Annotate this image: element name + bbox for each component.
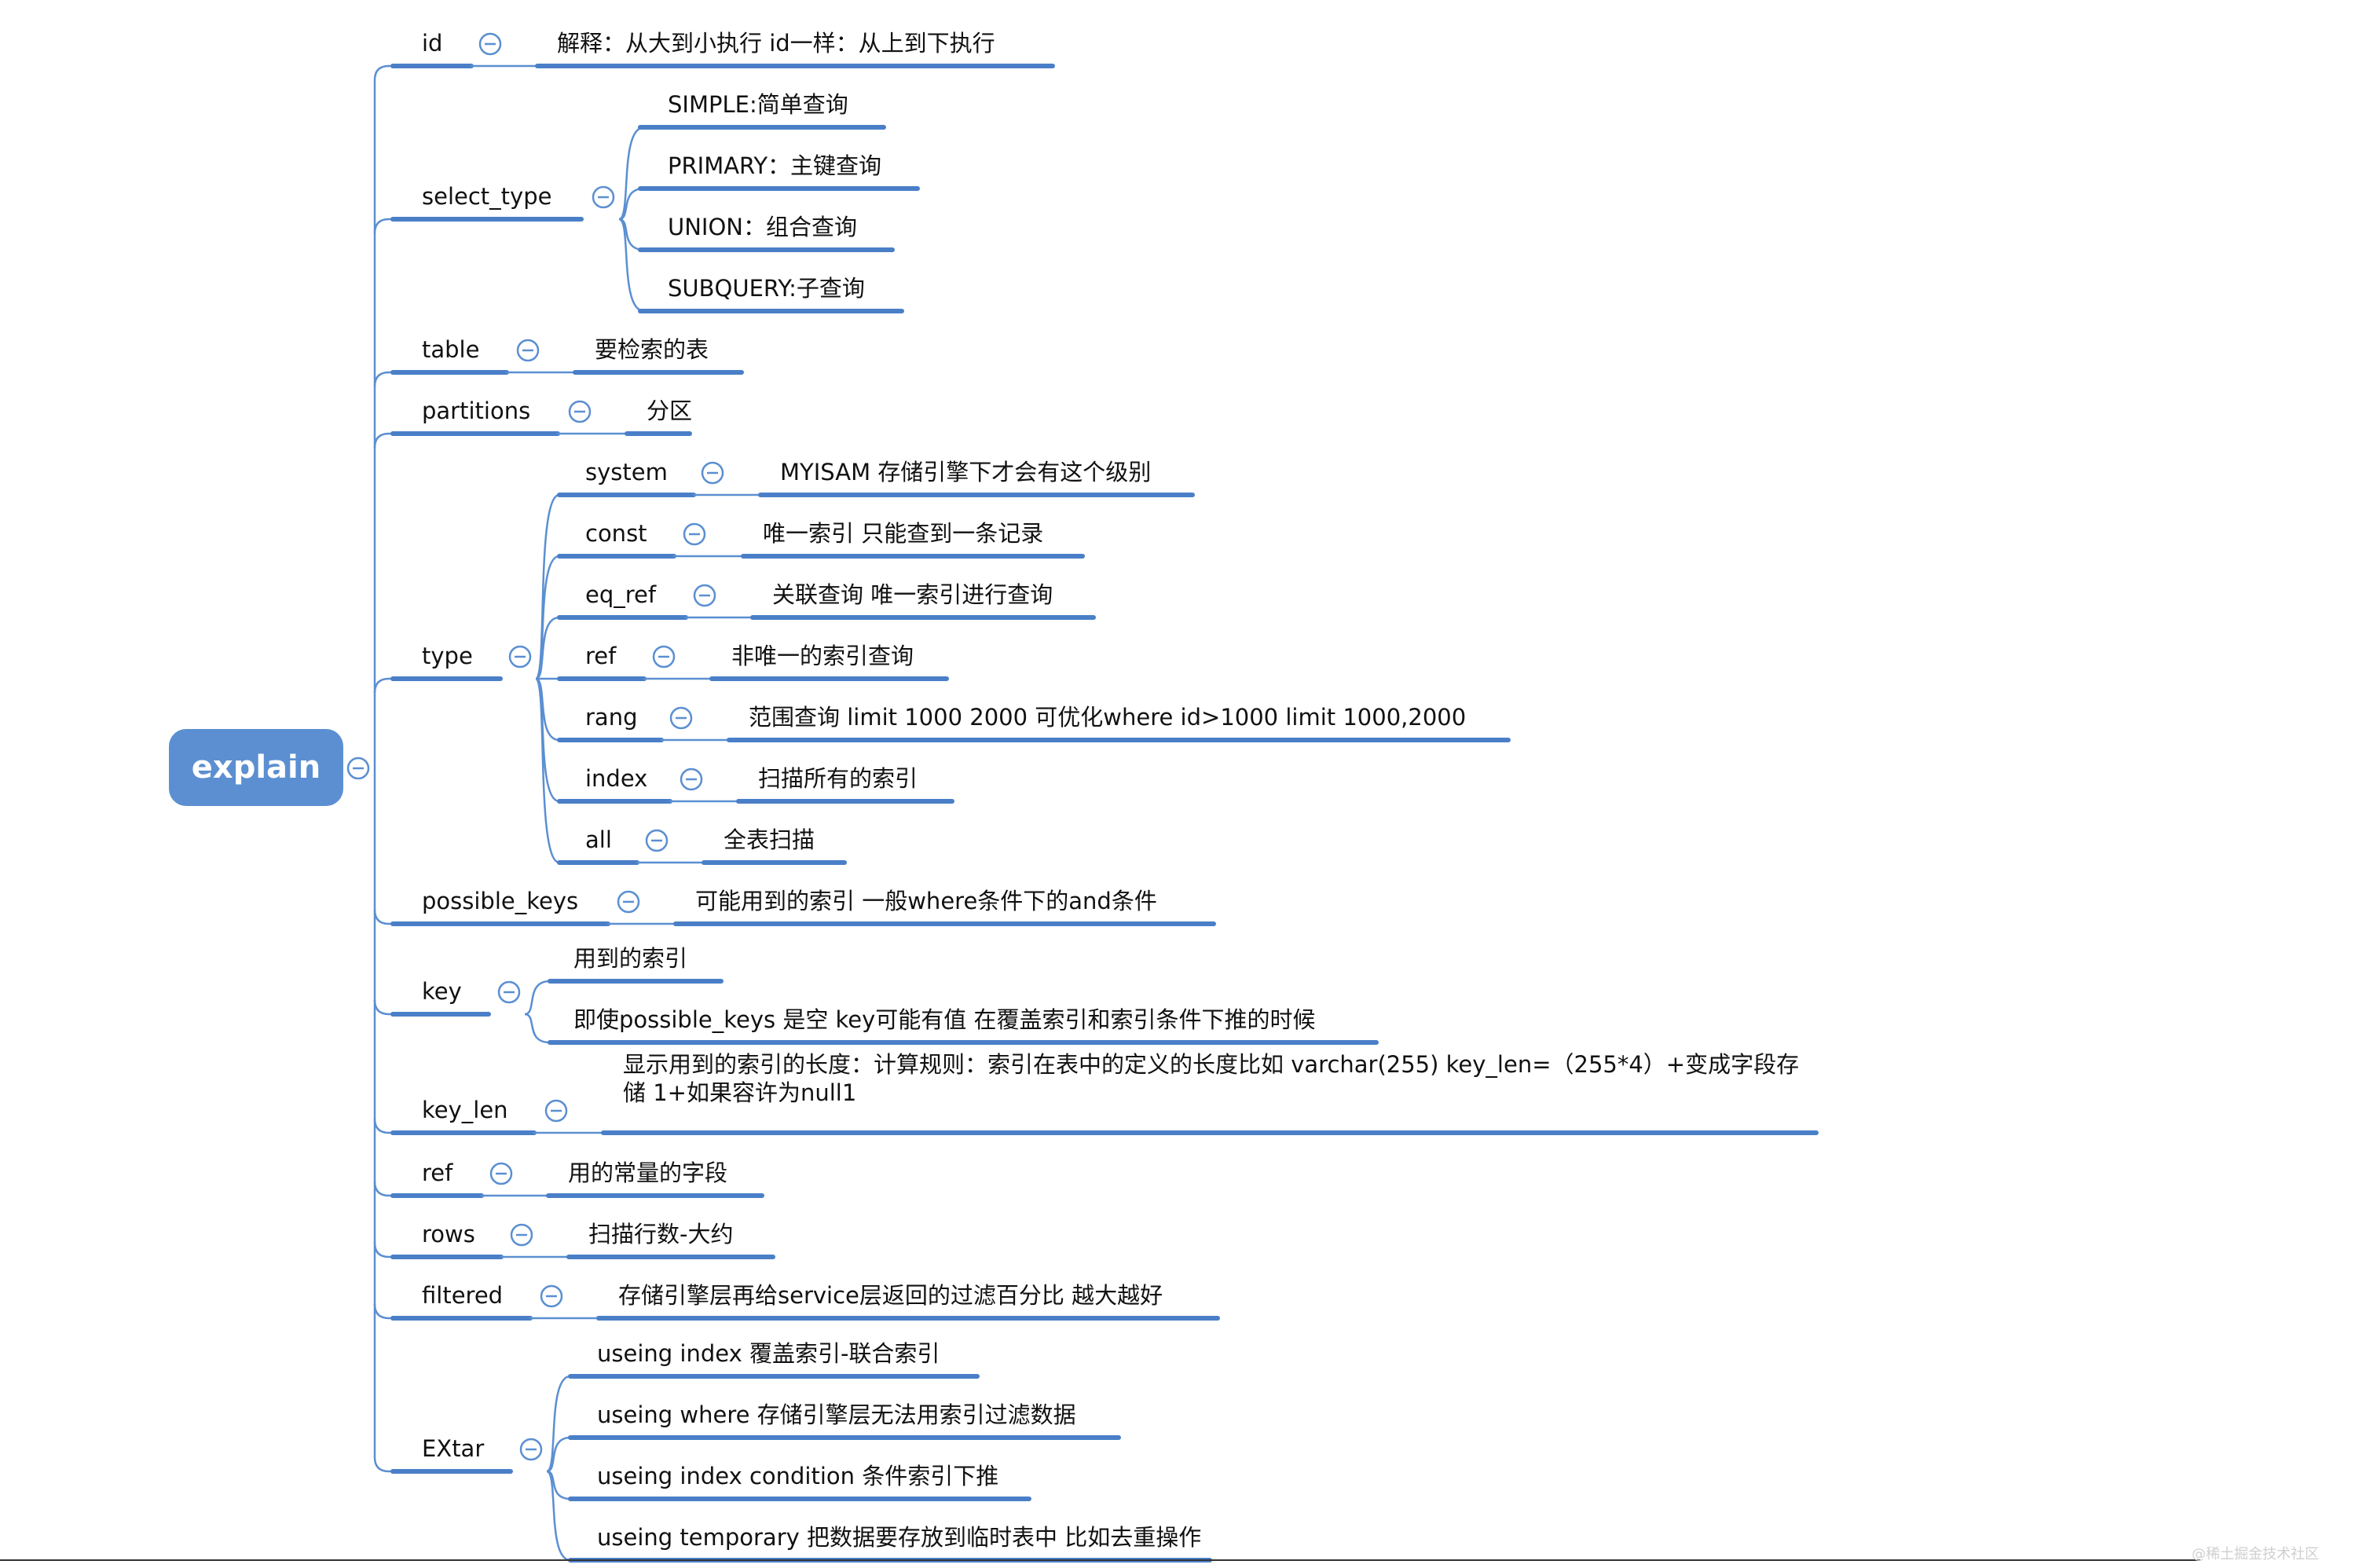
desc-rows: 扫描行数-大约 [588,1221,734,1247]
collapse-icon-extar[interactable] [519,1438,543,1461]
collapse-icon-id[interactable] [478,32,502,56]
type-child-0: system [585,459,668,485]
extar-child-0: useing index 覆盖索引-联合索引 [597,1340,940,1367]
desc-possible_keys: 可能用到的索引 一般where条件下的and条件 [695,888,1157,914]
type-child-collapse-icon-2[interactable] [693,584,716,607]
sel-curve-0 [618,126,645,221]
type-child-desc-5: 扫描所有的索引 [758,765,918,792]
type-curve-2 [535,616,560,680]
type-child-desc-6: 全表扫描 [724,826,815,853]
type-child-2: eq_ref [585,581,657,608]
type-curve-1 [534,555,560,680]
branch-curve-type [373,677,390,694]
extar-curve-0 [546,1375,571,1473]
branch-curve-extar [373,1456,390,1473]
watermark: @稀土掘金技术社区 [2192,1546,2319,1563]
desc-table: 要检索的表 [595,336,709,363]
type-child-collapse-icon-6[interactable] [645,829,669,852]
desc-ref: 用的常量的字段 [568,1160,728,1186]
node-type: type [422,643,473,669]
branch-curve-ref [373,1181,390,1197]
type-child-desc-0: MYISAM 存储引擎下才会有这个级别 [780,459,1152,485]
node-ref: ref [422,1160,453,1186]
type-child-desc-1: 唯一索引 只能查到一条记录 [763,520,1044,547]
type-child-desc-2: 关联查询 唯一索引进行查询 [772,581,1053,608]
select-type-child-3: SUBQUERY:子查询 [668,275,865,302]
collapse-icon-rows[interactable] [510,1223,533,1247]
type-child-collapse-icon-3[interactable] [652,645,676,669]
select-type-child-0: SIMPLE:简单查询 [668,91,848,118]
node-rows: rows [422,1221,475,1247]
key-curve-0 [524,980,551,1016]
type-child-collapse-icon-1[interactable] [683,522,706,546]
type-child-4: rang [585,704,638,731]
branch-curve-possible_keys [373,909,390,925]
collapse-icon-table[interactable] [516,339,540,362]
branch-curve-rows [373,1242,390,1258]
extar-curve-1 [546,1436,571,1473]
branch-curve-select_type [373,218,390,234]
type-child-1: const [585,520,647,547]
key-curve-1 [524,1013,551,1044]
branch-curve-partitions [373,432,390,449]
extar-child-1: useing where 存储引擎层无法用索引过滤数据 [597,1401,1076,1428]
sel-curve-3 [618,218,645,313]
desc-filtered: 存储引擎层再给service层返回的过滤百分比 越大越好 [618,1282,1163,1309]
extar-child-2: useing index condition 条件索引下推 [597,1463,999,1489]
type-child-collapse-icon-0[interactable] [701,461,724,485]
collapse-icon-ref[interactable] [489,1162,513,1185]
node-filtered: filtered [422,1282,504,1309]
desc-key_len: 显示用到的索引的长度：计算规则：索引在表中的定义的长度比如 varchar(25… [623,1051,1800,1106]
key-child-0: 用到的索引 [573,945,688,972]
select-type-child-2: UNION：组合查询 [668,214,857,240]
extar-child-3: useing temporary 把数据要存放到临时表中 比如去重操作 [597,1524,1202,1551]
extar-curve-3 [546,1470,571,1562]
type-child-3: ref [585,643,617,669]
node-partitions: partitions [422,397,531,424]
type-child-6: all [585,826,612,853]
collapse-icon-possible_keys[interactable] [617,890,640,914]
type-child-collapse-icon-5[interactable] [680,768,703,791]
key-child-1: 即使possible_keys 是空 key可能有值 在覆盖索引和索引条件下推的… [573,1006,1316,1033]
collapse-icon-key_len[interactable] [544,1099,568,1123]
branch-curve-key [373,999,390,1016]
root-label: explain [191,749,321,786]
node-possible_keys: possible_keys [422,888,579,914]
node-extar: EXtar [422,1435,485,1462]
node-key_len: key_len [422,1097,508,1123]
collapse-icon-type[interactable] [508,645,532,669]
desc-partitions: 分区 [647,397,693,424]
node-key: key [422,978,462,1005]
root-collapse-icon[interactable] [346,757,370,780]
branch-curve-table [373,371,390,387]
node-id: id [422,30,443,57]
type-curve-6 [534,677,560,864]
node-select_type: select_type [422,183,552,210]
type-child-5: index [585,765,648,792]
collapse-icon-key[interactable] [497,980,521,1004]
collapse-icon-partitions[interactable] [568,400,592,423]
branch-curve-filtered [373,1303,390,1320]
sel-curve-1 [618,187,645,221]
collapse-icon-filtered[interactable] [540,1284,563,1308]
type-child-desc-4: 范围查询 limit 1000 2000 可优化where id>1000 li… [749,704,1467,731]
type-child-collapse-icon-4[interactable] [669,706,693,730]
collapse-icon-select_type[interactable] [592,185,615,209]
node-table: table [422,336,480,363]
type-curve-0 [534,493,560,680]
type-child-desc-3: 非唯一的索引查询 [731,643,914,669]
root-node-explain[interactable]: explain [169,729,343,806]
branch-curve-id [373,64,390,81]
desc-id: 解释：从大到小执行 id一样：从上到下执行 [557,30,995,57]
branch-curve-key_len [373,1118,390,1134]
select-type-child-1: PRIMARY：主键查询 [668,152,882,179]
